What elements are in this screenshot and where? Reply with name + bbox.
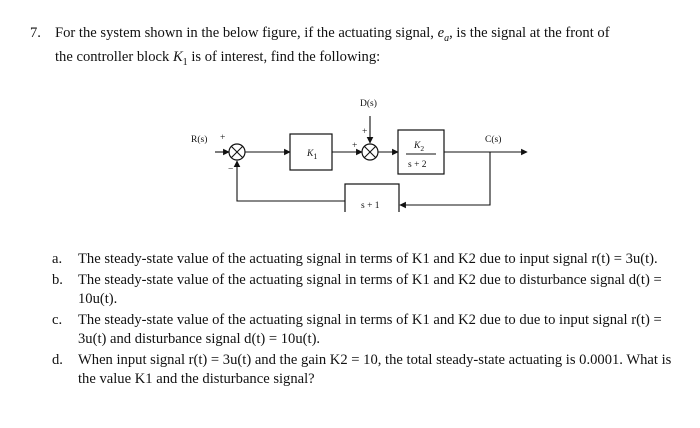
list-item: c. The steady-state value of the actuati… xyxy=(52,311,682,350)
item-text: The steady-state value of the actuating … xyxy=(78,311,662,348)
item-text: The steady-state value of the actuating … xyxy=(78,271,662,308)
question-number: 7. xyxy=(30,25,41,41)
controller-block: K1 xyxy=(289,133,333,171)
svg-text:s + 1: s + 1 xyxy=(361,201,380,211)
sub-question-list: a. The steady-state value of the actuati… xyxy=(52,250,682,391)
summing2-plus-label: + xyxy=(352,141,357,151)
list-item: d. When input signal r(t) = 3u(t) and th… xyxy=(52,351,682,390)
item-marker: c. xyxy=(52,311,63,328)
item-text: When input signal r(t) = 3u(t) and the g… xyxy=(78,351,672,388)
k1-symbol: K1 xyxy=(172,48,188,68)
block-diagram: R(s) + − K1 D(s) + + K2 s + 2 C(s) xyxy=(191,98,528,212)
summing-plus-label: + xyxy=(220,133,225,143)
feedback-block: s + 1 xyxy=(344,183,400,212)
summing-minus-label: − xyxy=(228,165,233,175)
summing-junction-1 xyxy=(228,143,246,161)
item-text: The steady-state value of the actuating … xyxy=(78,251,658,267)
output-label: C(s) xyxy=(485,134,501,145)
input-label: R(s) xyxy=(191,134,207,145)
svg-text:K1: K1 xyxy=(306,149,317,161)
disturbance-plus-label: + xyxy=(362,127,367,137)
item-marker: a. xyxy=(52,251,63,267)
svg-text:s + 2: s + 2 xyxy=(408,160,427,170)
question-text: For the system shown in the below figure… xyxy=(55,25,610,68)
svg-text:K2: K2 xyxy=(413,141,424,153)
disturbance-label: D(s) xyxy=(360,98,377,109)
item-marker: b. xyxy=(52,271,63,288)
item-marker: d. xyxy=(52,351,63,368)
feedback-path-in xyxy=(399,152,491,209)
feedback-path-out xyxy=(233,160,345,202)
list-item: b. The steady-state value of the actuati… xyxy=(52,271,682,310)
list-item: a. The steady-state value of the actuati… xyxy=(52,250,682,270)
plant-block: K2 s + 2 xyxy=(397,129,445,175)
summing-junction-2 xyxy=(361,143,379,161)
ea-symbol: ea xyxy=(437,25,450,44)
